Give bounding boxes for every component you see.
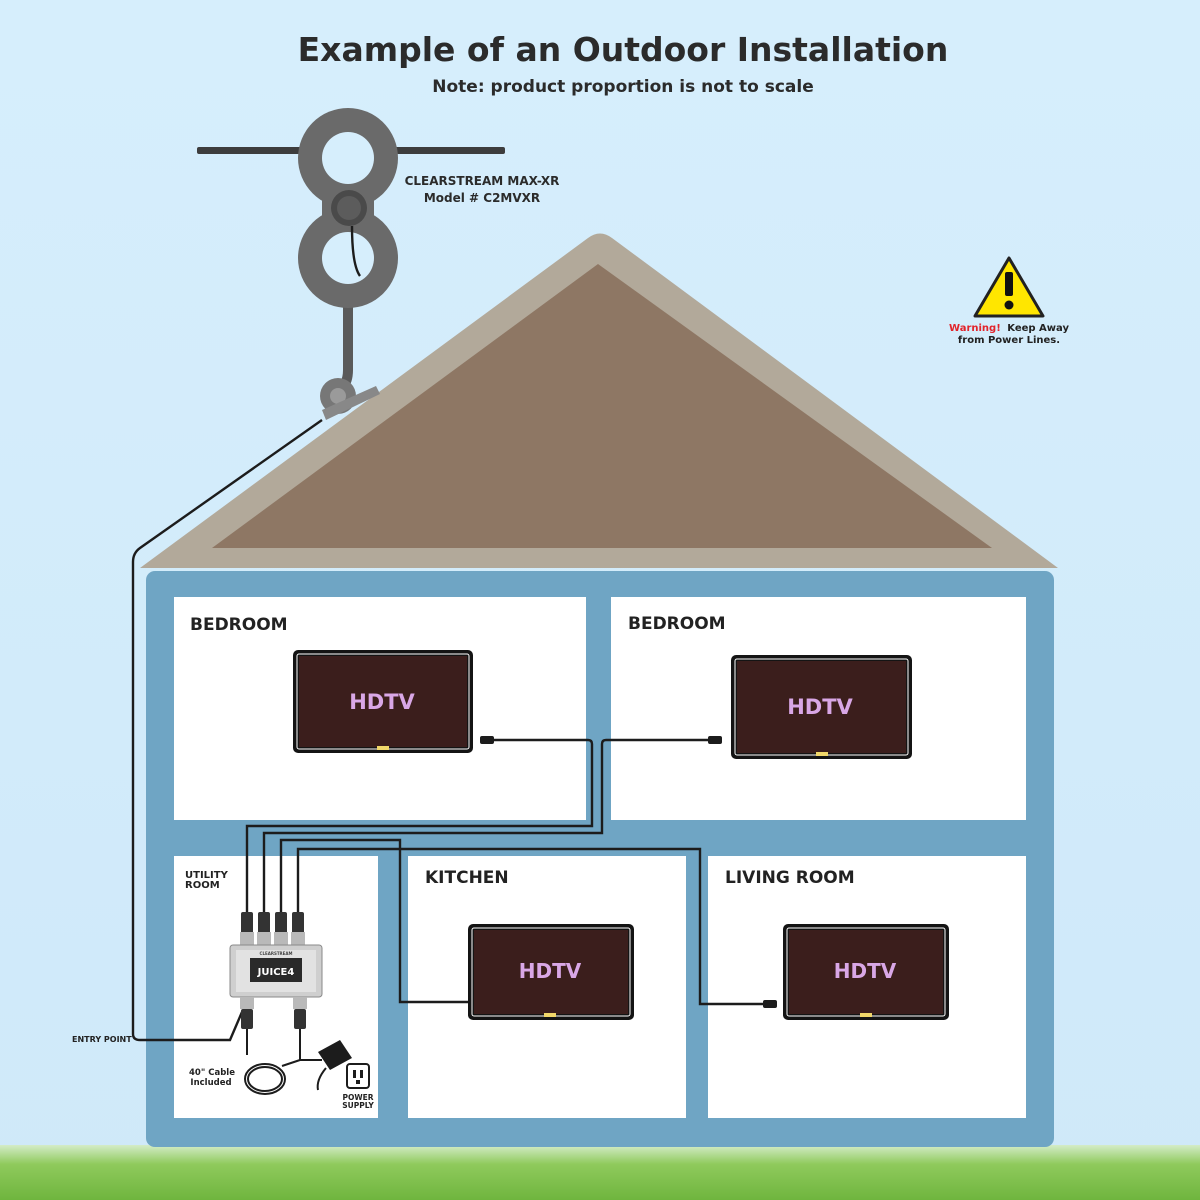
grass xyxy=(0,1145,1200,1200)
tv-label: HDTV xyxy=(834,959,897,983)
juice4-amplifier: CLEARSTREAM JUICE4 xyxy=(229,912,323,1029)
tv-label: HDTV xyxy=(787,695,853,719)
room-label-kitchen: KITCHEN xyxy=(425,868,509,888)
room-label-utility-2: ROOM xyxy=(185,880,220,891)
antenna xyxy=(197,108,505,420)
room-label-utility-1: UTILITY xyxy=(185,870,229,881)
warning-label: Warning! xyxy=(949,323,1001,334)
tv-label: HDTV xyxy=(349,690,415,714)
page-title: Example of an Outdoor Installation xyxy=(298,30,949,69)
coiled-cable xyxy=(244,1029,322,1095)
warning-line1: Keep Away xyxy=(1007,323,1069,334)
hdtv-bedroom-2: HDTV xyxy=(731,655,912,759)
power-label-1: POWER xyxy=(342,1093,373,1102)
cable-label-2: Included xyxy=(190,1078,231,1088)
roof xyxy=(140,233,1058,568)
room-label-bedroom-1: BEDROOM xyxy=(190,615,288,635)
antenna-name: CLEARSTREAM MAX-XR xyxy=(405,174,560,188)
power-outlet-icon xyxy=(346,1063,370,1089)
amp-brand: JUICE4 xyxy=(257,967,295,978)
hdtv-bedroom-1: HDTV xyxy=(293,650,473,753)
antenna-model: Model # C2MVXR xyxy=(424,191,540,205)
warning-line2: from Power Lines. xyxy=(958,335,1060,346)
hdtv-kitchen: HDTV xyxy=(468,924,634,1020)
power-label-2: SUPPLY xyxy=(342,1101,374,1110)
scale-note: Note: product proportion is not to scale xyxy=(432,77,813,97)
hdtv-living-room: HDTV xyxy=(783,924,949,1020)
room-label-living: LIVING ROOM xyxy=(725,868,855,888)
amp-top-text: CLEARSTREAM xyxy=(260,951,293,956)
power-adapter xyxy=(316,1040,352,1091)
warning-icon xyxy=(973,256,1045,318)
tv-label: HDTV xyxy=(519,959,582,983)
entry-point-label: ENTRY POINT xyxy=(72,1035,132,1044)
cable-label-1: 40" Cable xyxy=(189,1068,235,1078)
coax-cables xyxy=(131,419,767,1042)
warning-text-1: Warning! Keep Away xyxy=(949,323,1069,334)
room-label-bedroom-2: BEDROOM xyxy=(628,614,726,634)
